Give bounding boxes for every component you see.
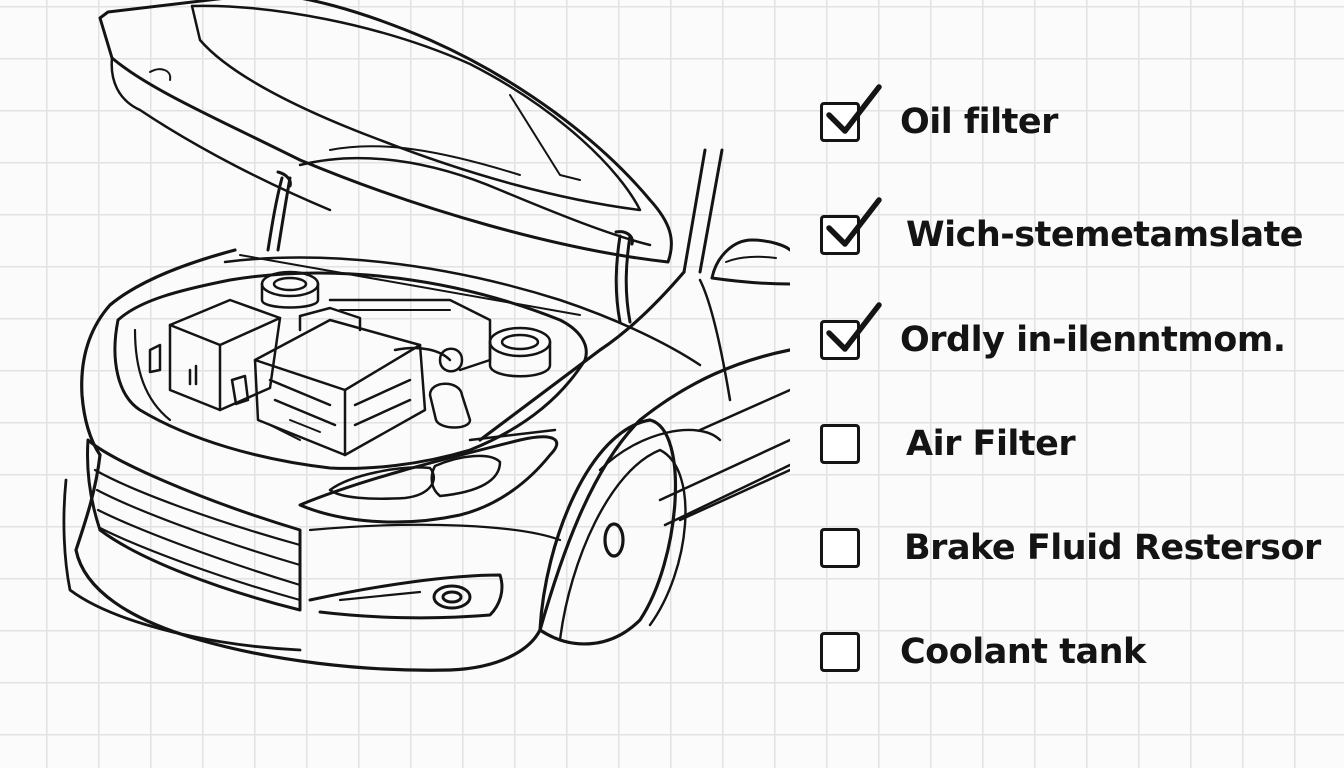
checkmark-icon [826,84,882,134]
checkmark-icon [826,197,882,247]
checkbox[interactable] [820,197,882,255]
grille [86,438,302,612]
windshield-pillar [682,148,724,274]
hood-struts [266,170,634,324]
checklist: Oil filter Wich-stemetamslate Ordly in-i… [790,0,1330,768]
checklist-item-label: Wich-stemetamslate [906,215,1304,255]
checklist-item-2[interactable]: Wich-stemetamslate [820,197,1304,265]
checklist-item-coolant-tank[interactable]: Coolant tank [820,622,1146,682]
checkbox[interactable] [820,84,882,142]
car-illustration [62,0,790,672]
engine-bay [113,271,588,470]
checklist-item-oil-filter[interactable]: Oil filter [820,84,1058,152]
checklist-item-label: Air Filter [906,424,1076,464]
checkmark-icon [826,302,882,352]
engine-components [148,270,552,457]
checklist-item-air-filter[interactable]: Air Filter [820,414,1076,474]
hood [98,0,673,264]
checklist-item-label: Ordly in-ilenntmom. [900,320,1286,360]
checkbox[interactable] [820,632,860,672]
front-wheel [538,418,722,646]
checklist-item-label: Brake Fluid Restersor [904,528,1321,568]
bumper [62,478,562,652]
checklist-item-label: Coolant tank [900,632,1146,672]
checkbox[interactable] [820,528,860,568]
car-engine-drawing [62,0,790,672]
checklist-item-3[interactable]: Ordly in-ilenntmom. [820,302,1286,370]
side-mirror [710,238,790,286]
checklist-item-brake-fluid[interactable]: Brake Fluid Restersor [820,518,1321,578]
checklist-item-label: Oil filter [900,102,1058,142]
checkbox[interactable] [820,424,860,464]
side-panel [658,438,790,527]
checkbox[interactable] [820,302,882,360]
headlight [298,428,559,524]
